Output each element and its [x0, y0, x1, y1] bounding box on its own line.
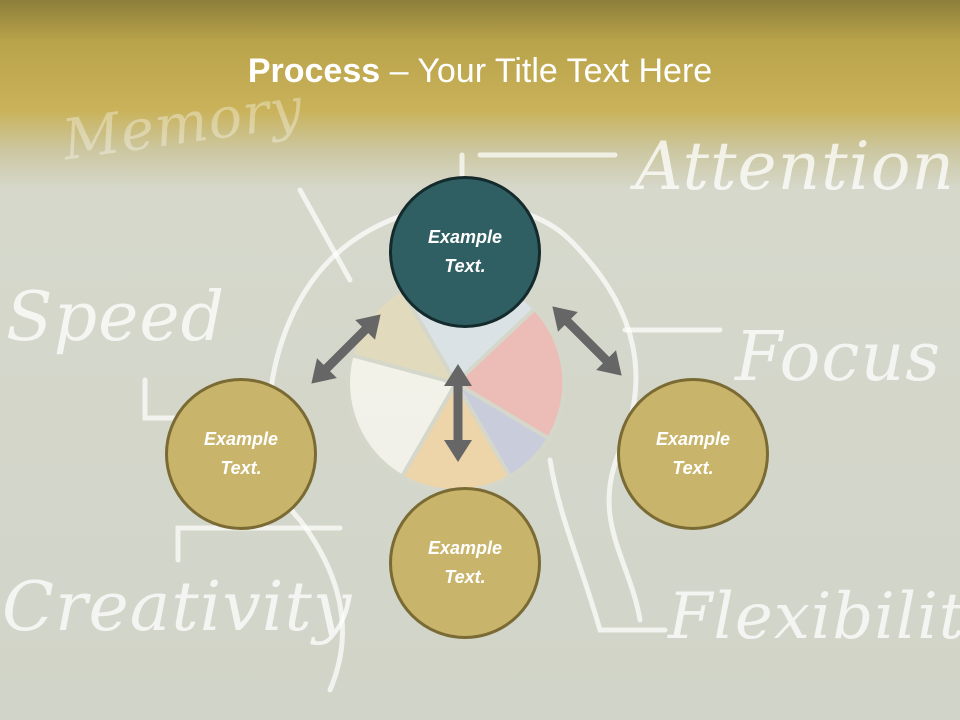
chalk-word-creativity: Creativity [2, 568, 353, 647]
node-top-text: Example Text. [428, 223, 502, 281]
node-bottom-text: Example Text. [428, 534, 502, 592]
chalk-word-focus: Focus [735, 318, 942, 397]
node-top-line2: Text. [444, 256, 486, 276]
node-right-line1: Example [655, 429, 731, 449]
node-right-line2: Text. [672, 458, 714, 478]
node-top-line1: Example [427, 227, 503, 247]
node-bottom[interactable]: Example Text. [389, 487, 541, 639]
chalk-line-attention [459, 152, 618, 178]
node-right-text: Example Text. [656, 425, 730, 483]
chalk-word-flexibility: Flexibility [668, 580, 960, 654]
chalk-word-attention: Attention [635, 128, 955, 205]
node-left-line1: Example [203, 429, 279, 449]
node-bottom-line1: Example [427, 538, 503, 558]
pie-slice-white [346, 352, 460, 480]
title-bold: Process [247, 52, 381, 90]
node-bottom-line2: Text. [444, 567, 486, 587]
arrows [311, 306, 622, 462]
node-left-line2: Text. [220, 458, 262, 478]
node-left[interactable]: Example Text. [165, 378, 317, 530]
node-left-text: Example Text. [204, 425, 278, 483]
arrow-top-right [552, 306, 622, 376]
title-rest: – Your Title Text Here [380, 52, 713, 90]
chalk-line-memory [297, 187, 353, 283]
node-top[interactable]: Example Text. [389, 176, 541, 328]
chalk-word-speed: Speed [6, 278, 226, 357]
chalk-line-creativity [175, 525, 343, 563]
arrow-top-left [311, 314, 381, 384]
pie-slice-pink [452, 305, 567, 442]
slide-title: Process – Your Title Text Here [0, 52, 960, 91]
chalk-line-flexibility [547, 457, 668, 633]
arrow-vertical [444, 364, 472, 462]
node-right[interactable]: Example Text. [617, 378, 769, 530]
